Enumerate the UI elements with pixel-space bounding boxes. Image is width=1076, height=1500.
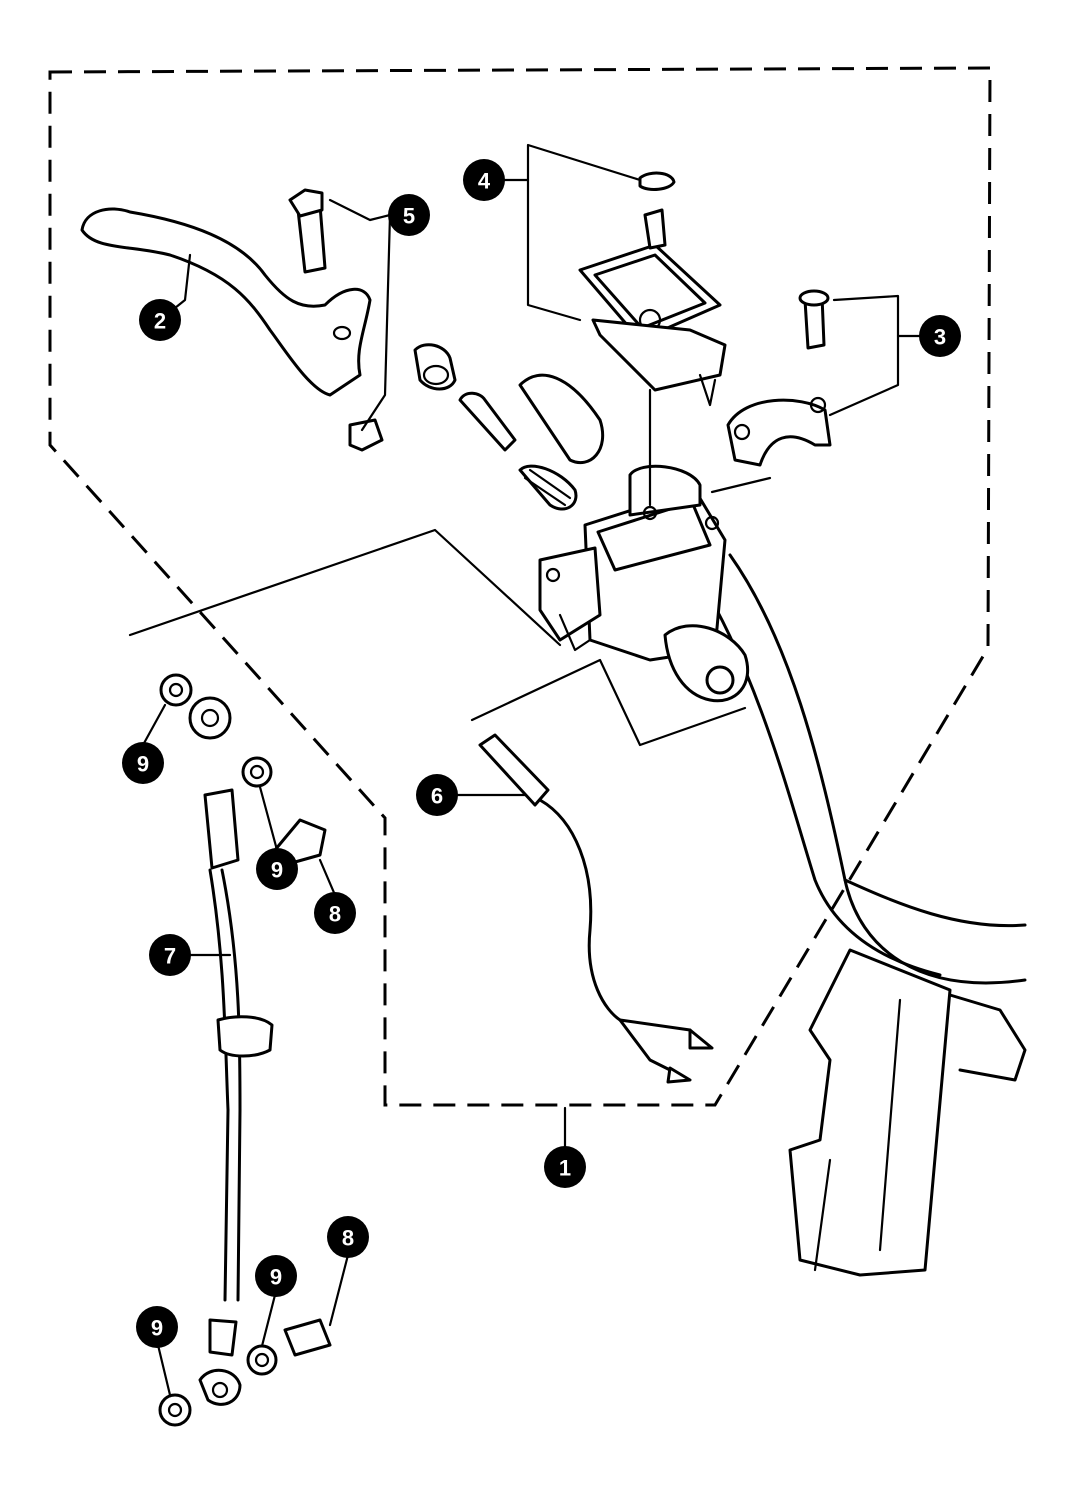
callout-1-label: 1 [559,1156,571,1181]
callout-5-label: 5 [403,204,415,229]
callout-9-bottom-left-label: 9 [151,1316,163,1341]
assembly-boundary [48,66,992,1107]
callout-9-bottom-right: 9 [255,1255,297,1297]
callout-9-top-left-label: 9 [137,752,149,777]
callout-2: 2 [139,299,181,341]
callout-9-bottom-right-label: 9 [270,1265,282,1290]
callout-5: 5 [388,194,430,236]
brake-hose [188,696,274,1406]
leader-lines [128,143,924,1397]
callout-7-label: 7 [164,944,176,969]
callout-6: 6 [416,774,458,816]
handlebar-and-fork [698,553,1027,1277]
callout-4-label: 4 [478,169,491,194]
lever-pivot-bolt [288,188,384,452]
piston-kit [413,343,605,511]
callout-7: 7 [149,934,191,976]
callout-9-top-right: 9 [256,848,298,890]
brake-lever [80,207,372,397]
callout-8-lower-label: 8 [342,1226,354,1251]
callout-1: 1 [544,1146,586,1188]
callout-6-label: 6 [431,784,443,809]
brake-light-switch [478,733,714,1084]
callout-4: 4 [463,159,505,201]
handlebar-clamp [726,289,832,467]
reservoir-cap-assembly [578,171,727,407]
callout-8-upper-label: 8 [329,902,341,927]
callout-2-label: 2 [154,309,166,334]
callout-8-lower: 8 [327,1216,369,1258]
callout-9-top-right-label: 9 [271,858,283,883]
callout-9-bottom-left: 9 [136,1306,178,1348]
callout-9-top-left: 9 [122,742,164,784]
callout-3: 3 [919,315,961,357]
callout-3-label: 3 [934,325,946,350]
callout-8-upper: 8 [314,892,356,934]
master-cylinder-body [538,464,750,703]
sealing-washers [158,673,278,1427]
